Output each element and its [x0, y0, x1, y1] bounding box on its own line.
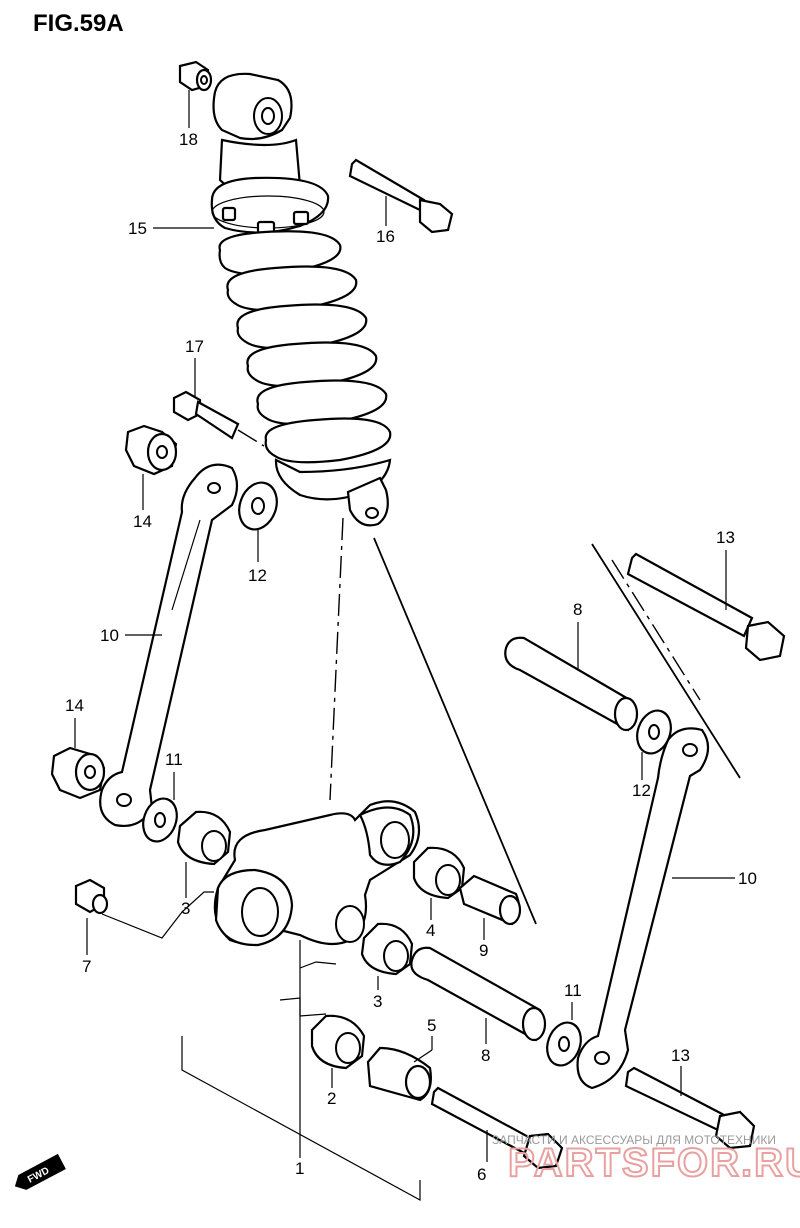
- label-12-left: 12: [248, 566, 267, 585]
- watermark: ЗАПЧАСТИ И АКСЕССУАРЫ ДЛЯ МОТОТЕХНИКИ PA…: [492, 1133, 800, 1186]
- watermark-tagline: ЗАПЧАСТИ И АКСЕССУАРЫ ДЛЯ МОТОТЕХНИКИ: [492, 1133, 776, 1147]
- bearing-3-lower: [360, 922, 414, 976]
- bolt-17: [172, 390, 240, 440]
- nut-14-lower: [50, 746, 106, 800]
- collar-5: [366, 1046, 432, 1102]
- label-13-lower: 13: [671, 1046, 690, 1065]
- label-3-lower: 3: [373, 992, 382, 1011]
- label-2: 2: [327, 1089, 336, 1108]
- bolt-16: [348, 158, 454, 234]
- label-8-lower: 8: [481, 1046, 490, 1065]
- label-10-left: 10: [100, 626, 119, 645]
- label-1: 1: [295, 1159, 304, 1178]
- label-8-upper: 8: [573, 600, 582, 619]
- washer-12-right: [636, 709, 672, 755]
- label-18: 18: [179, 130, 198, 149]
- bolt-13-upper: [626, 552, 786, 662]
- watermark-brand: PARTSFOR.RU: [508, 1141, 800, 1185]
- fwd-arrow-icon: FWD: [14, 1153, 66, 1190]
- sleeve-8-upper: [504, 636, 639, 732]
- callout-labels: 15 18 16 17 14 12 10 14 11 3 7 3 4 9 13 …: [65, 130, 757, 1184]
- label-3-upper: 3: [181, 899, 190, 918]
- bolt-7: [74, 878, 109, 915]
- cushion-lever: [213, 800, 421, 947]
- label-15: 15: [128, 219, 147, 238]
- label-11-left: 11: [165, 750, 183, 769]
- leader-lines: [74, 90, 741, 1202]
- washer-11-right: [546, 1021, 582, 1067]
- label-14-upper: 14: [133, 512, 152, 531]
- label-4: 4: [426, 921, 435, 940]
- label-14-lower: 14: [65, 696, 84, 715]
- label-12-right: 12: [632, 781, 651, 800]
- shock-absorber: [210, 72, 392, 527]
- bolt-13-lower: [624, 1066, 756, 1150]
- label-11-right: 11: [564, 981, 582, 1000]
- cushion-rod-right: [576, 727, 710, 1090]
- cushion-rod-left: [99, 463, 239, 827]
- nut-18: [178, 60, 213, 92]
- label-5: 5: [427, 1016, 436, 1035]
- nut-14-upper: [124, 424, 178, 476]
- collar-9: [458, 874, 522, 926]
- figure-title: FIG.59A: [33, 10, 124, 37]
- bolt-6: [430, 1086, 564, 1170]
- bearing-2: [310, 1014, 366, 1070]
- label-10-right: 10: [738, 869, 757, 888]
- label-16: 16: [376, 227, 395, 246]
- label-6: 6: [477, 1165, 486, 1184]
- label-7: 7: [82, 957, 91, 976]
- washer-12-left: [238, 481, 278, 531]
- washer-11-left: [142, 797, 178, 843]
- label-9: 9: [479, 941, 488, 960]
- sleeve-8-lower: [410, 946, 547, 1042]
- bearing-3-upper: [176, 810, 232, 866]
- bearing-4: [412, 846, 466, 900]
- label-17: 17: [185, 337, 204, 356]
- label-13-upper: 13: [716, 528, 735, 547]
